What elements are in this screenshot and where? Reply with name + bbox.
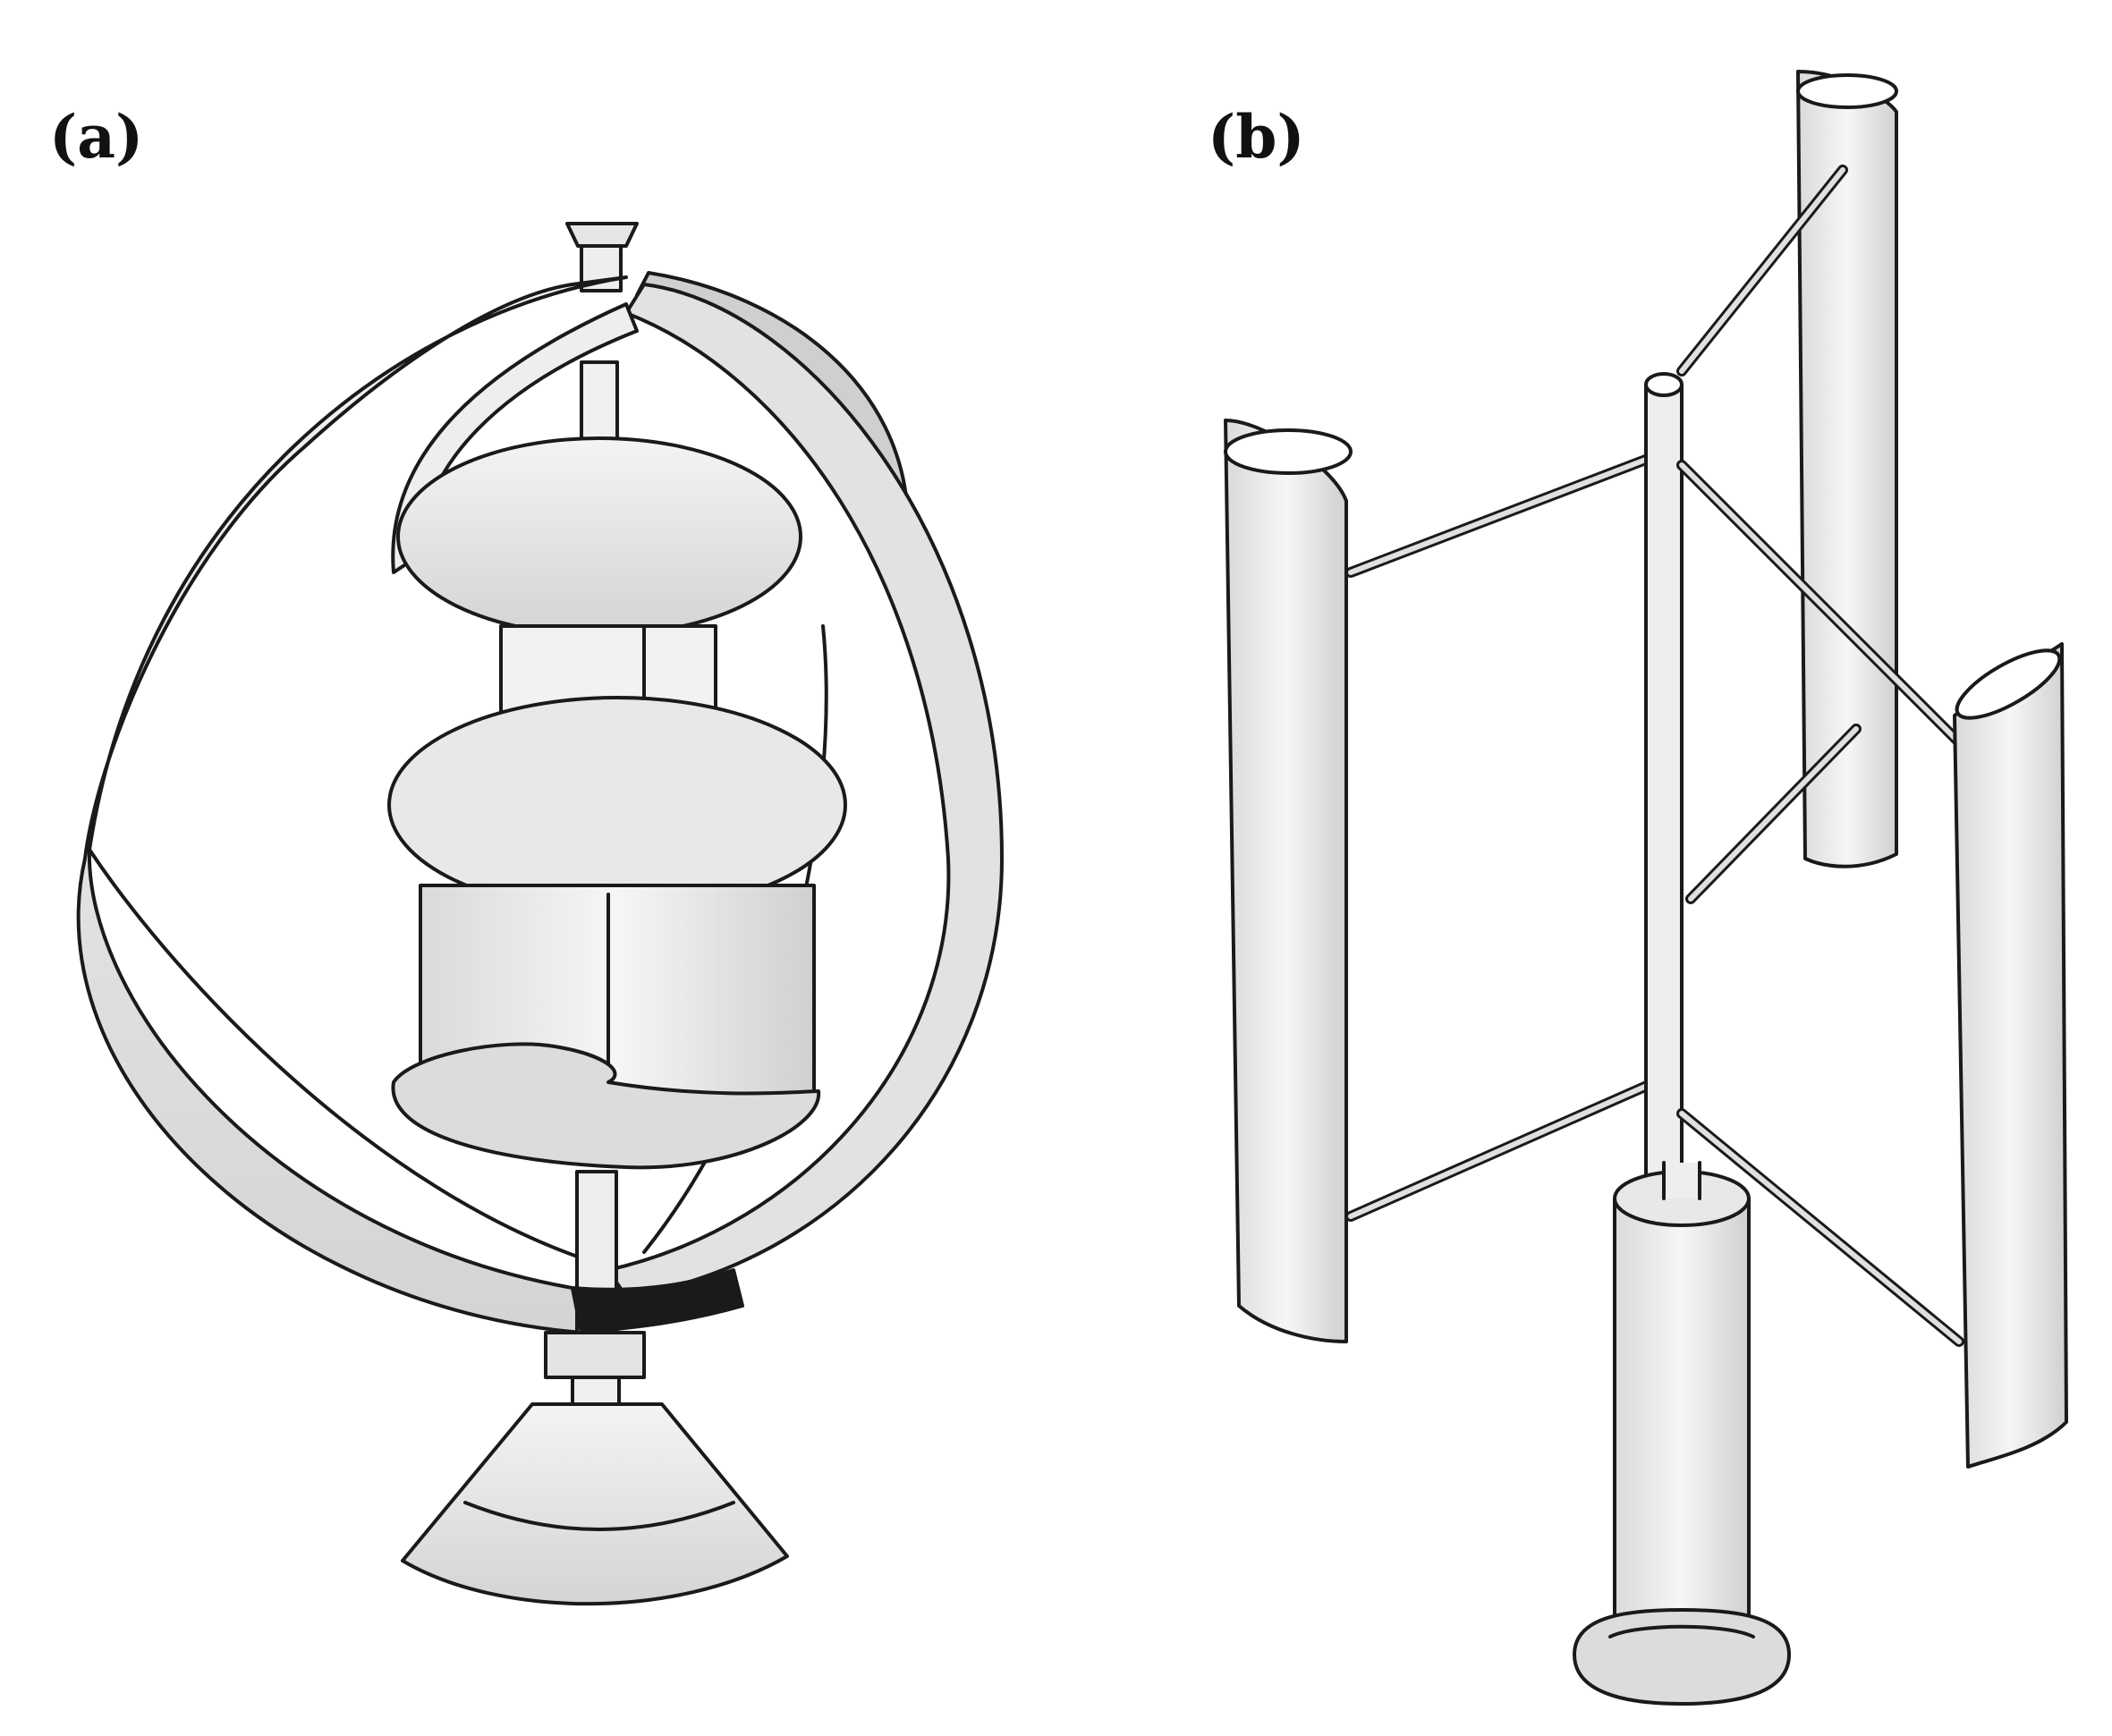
middle-disc (387, 696, 847, 914)
tower (1613, 1197, 1751, 1630)
h-darrieus-turbine-b (1224, 70, 2068, 1706)
bearing (544, 1331, 646, 1379)
blade-back (1796, 70, 1898, 868)
base-stand (401, 1402, 789, 1606)
blade-front (1953, 642, 2068, 1469)
tower-foot (1573, 1608, 1791, 1706)
top-disc (396, 436, 802, 637)
blade-left (1224, 419, 1348, 1343)
panel-label-a: (a) (49, 102, 144, 172)
hybrid-turbine-a (76, 222, 1004, 1606)
panel-label-b: (b) (1208, 102, 1305, 172)
helical-blade-left (76, 275, 628, 1334)
central-mast (1644, 383, 1684, 1218)
bottom-disc (391, 1042, 821, 1170)
top-cap (565, 222, 639, 248)
